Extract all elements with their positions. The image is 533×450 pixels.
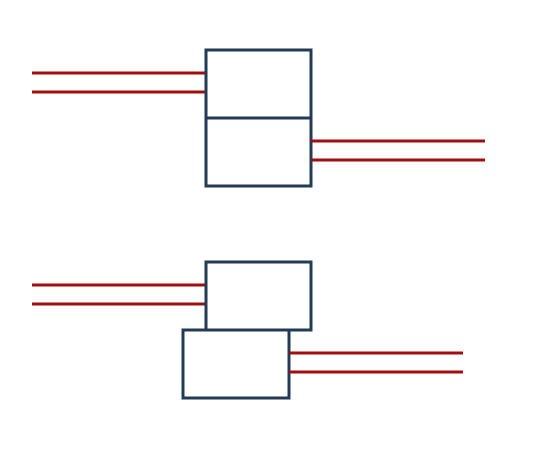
lower-box <box>204 116 313 188</box>
lower-box <box>181 328 291 400</box>
diagram-group-stacked-offset <box>32 260 463 400</box>
upper-box <box>204 260 313 332</box>
diagram-group-stacked-aligned <box>32 48 485 188</box>
upper-box <box>204 48 313 120</box>
